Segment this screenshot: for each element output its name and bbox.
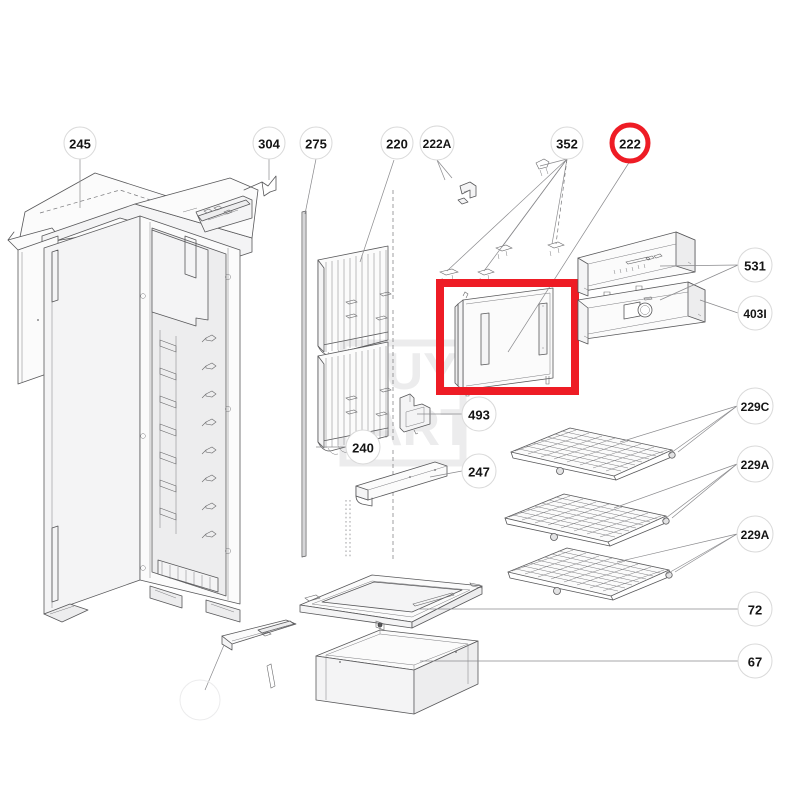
- callout-ring: [380, 126, 414, 160]
- callout-67[interactable]: 67: [737, 643, 773, 679]
- callout-ring: [737, 295, 773, 331]
- callout-ring: [736, 445, 774, 483]
- part-control-panel-403I: [577, 264, 739, 345]
- callout-ring: [461, 396, 497, 432]
- part-drip-rail-247: [345, 461, 463, 558]
- part-wire-shelf-229C: [510, 405, 738, 481]
- callout-531[interactable]: 531: [737, 247, 773, 283]
- part-cabinet-body: [7, 172, 259, 623]
- callout-label: 222A: [423, 137, 452, 151]
- callout-group: 245 304 275 220 222A 352 222 531 403I 493 240 247 22…: [63, 122, 774, 679]
- part-wire-shelf-229A-middle: [504, 463, 738, 547]
- callout-label: 247: [468, 465, 490, 480]
- callout-229A[interactable]: 229A: [736, 445, 774, 483]
- callout-ring: [299, 126, 333, 160]
- callout-ring: [737, 247, 773, 283]
- callout-label: 229A: [741, 458, 770, 472]
- part-trim-strip-275: [301, 158, 317, 558]
- callout-245[interactable]: 245: [63, 126, 97, 160]
- callout-222A[interactable]: 222A: [419, 125, 455, 161]
- callout-ring: [419, 125, 455, 161]
- callout-229A[interactable]: 229A: [736, 515, 774, 553]
- callout-ring: [63, 126, 97, 160]
- callout-403I[interactable]: 403I: [737, 295, 773, 331]
- part-evaporator-upper-220: [317, 159, 395, 359]
- part-bottom-rail: [179, 619, 297, 721]
- callout-72[interactable]: 72: [737, 591, 773, 627]
- part-corner-bracket-493: [399, 393, 462, 435]
- callout-label: 72: [748, 603, 762, 618]
- part-base-pan-67: [315, 622, 738, 715]
- part-door-panel-222: [454, 160, 631, 397]
- callout-label: 67: [748, 655, 762, 670]
- part-evaporator-lower-240: [316, 190, 394, 560]
- callout-304[interactable]: 304: [252, 126, 286, 160]
- callout-222[interactable]: 222: [609, 122, 651, 164]
- callout-240[interactable]: 240: [345, 429, 381, 465]
- callout-label: 240: [352, 441, 374, 456]
- part-wire-shelf-229A-lower: [507, 533, 738, 601]
- callout-label: 352: [556, 137, 578, 152]
- callout-ring: [737, 643, 773, 679]
- part-fasteners-352: [439, 158, 568, 284]
- part-top-cover-tray-72: [299, 574, 738, 631]
- callout-label: 229A: [741, 528, 770, 542]
- callout-label: 229C: [741, 400, 770, 414]
- callout-ring: [461, 453, 497, 489]
- callout-label: 220: [386, 137, 408, 152]
- callout-ring: [345, 429, 381, 465]
- part-control-panel-531: [577, 231, 739, 299]
- part-wire-bracket-304: [243, 159, 277, 197]
- callout-247[interactable]: 247: [461, 453, 497, 489]
- callout-ring: [737, 591, 773, 627]
- callout-ring: [252, 126, 286, 160]
- callout-229C[interactable]: 229C: [736, 387, 774, 425]
- callout-label: 531: [744, 259, 766, 274]
- callout-label: 403I: [743, 307, 766, 321]
- callout-ring: [736, 387, 774, 425]
- callout-220[interactable]: 220: [380, 126, 414, 160]
- callout-ring: [736, 515, 774, 553]
- callout-352[interactable]: 352: [550, 126, 584, 160]
- callout-label: 304: [258, 137, 280, 152]
- part-hinge-brackets-222A: [436, 159, 477, 205]
- callout-label: 245: [69, 137, 91, 152]
- callout-label: 493: [468, 408, 490, 423]
- callout-493[interactable]: 493: [461, 396, 497, 432]
- callout-label: 222: [619, 137, 641, 152]
- highlight-box-222: [436, 279, 579, 395]
- callout-275[interactable]: 275: [299, 126, 333, 160]
- callout-label: 275: [305, 137, 327, 152]
- callout-ring: [609, 122, 651, 164]
- callout-ring: [550, 126, 584, 160]
